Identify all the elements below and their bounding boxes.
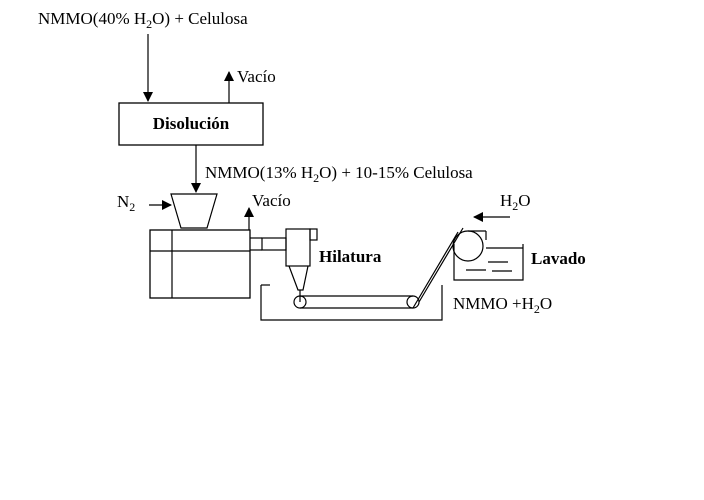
coagulation-bath — [260, 285, 443, 321]
bath-label: NMMO +H2O — [453, 294, 552, 316]
washing-roller — [452, 230, 484, 262]
feed-label: NMMO(40% H2O) + Celulosa — [38, 9, 248, 31]
spinneret — [285, 228, 311, 267]
fiber-line — [412, 231, 459, 309]
washing-tank — [453, 244, 524, 281]
dissolution-box — [118, 102, 264, 146]
hopper — [170, 193, 218, 229]
extruder-body — [149, 229, 251, 299]
vacuum-label-2: Vacío — [252, 191, 291, 210]
spinning-label: Hilatura — [319, 247, 382, 266]
connector-pipe — [261, 237, 287, 251]
washing-label: Lavado — [531, 249, 586, 268]
vacuum-label-1: Vacío — [237, 67, 276, 86]
dissolution-label: Disolución — [153, 114, 230, 133]
water-in-label: H2O — [500, 191, 531, 213]
nitrogen-label: N2 — [117, 192, 135, 214]
solution-label: NMMO(13% H2O) + 10-15% Celulosa — [205, 163, 473, 185]
